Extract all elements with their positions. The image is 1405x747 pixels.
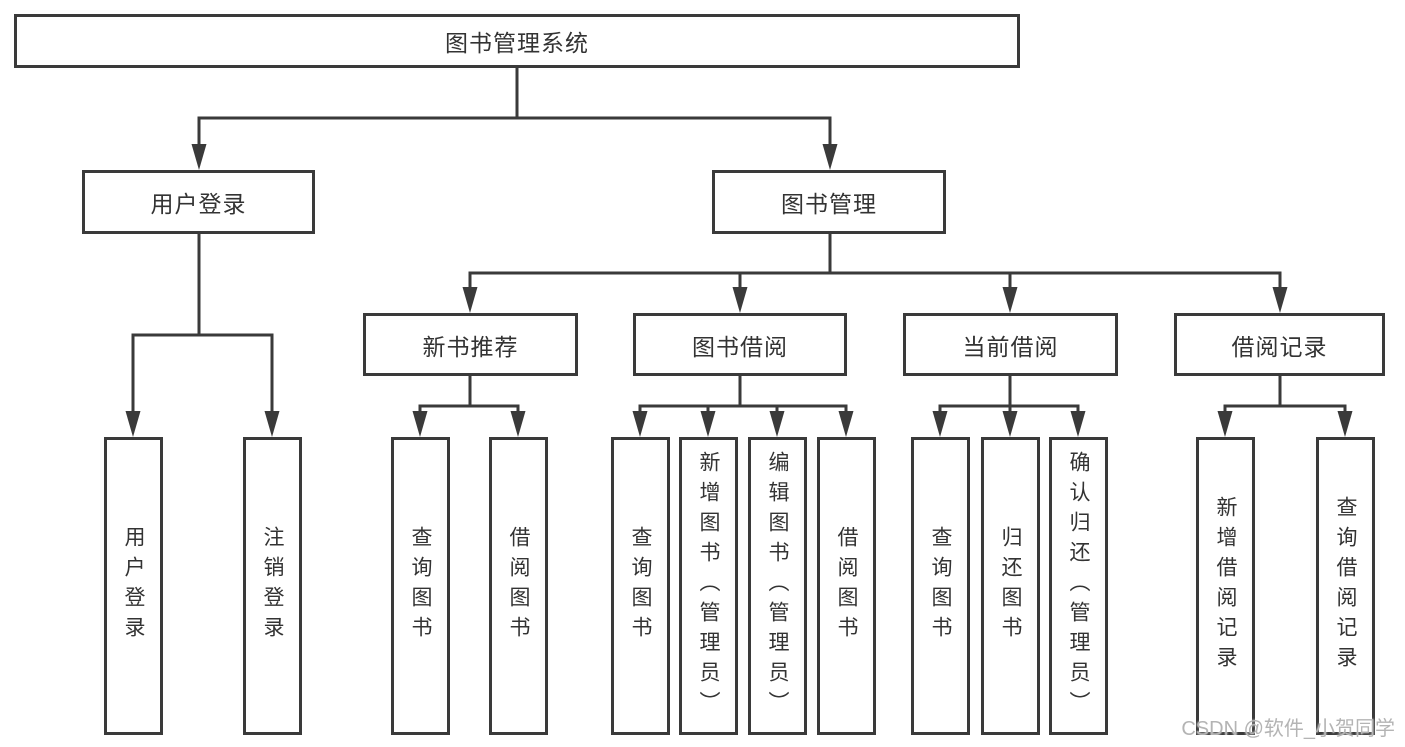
leaf-add-book-admin-label: 新增图书（管理员） (697, 451, 720, 721)
leaf-query-books-current: 查询图书 (911, 437, 970, 735)
leaf-query-books-recommend: 查询图书 (391, 437, 450, 735)
node-root-label: 图书管理系统 (445, 30, 589, 56)
leaf-borrow-books-label: 借阅图书 (835, 526, 858, 646)
leaf-add-book-admin: 新增图书（管理员） (679, 437, 738, 735)
connector-newbooks-to-leaves (412, 374, 526, 437)
leaf-query-books-current-label: 查询图书 (929, 526, 952, 646)
leaf-logout-label: 注销登录 (261, 526, 284, 646)
leaf-edit-book-admin-label: 编辑图书（管理员） (766, 451, 789, 721)
leaf-add-borrow-record: 新增借阅记录 (1196, 437, 1255, 735)
node-borrowing-records-label: 借阅记录 (1231, 333, 1328, 360)
connector-records-to-leaves (1217, 374, 1353, 437)
node-current-borrowing-label: 当前借阅 (962, 333, 1059, 360)
node-book-borrowing: 图书借阅 (633, 313, 847, 376)
connector-current-to-leaves (932, 374, 1086, 437)
leaf-query-borrow-record-label: 查询借阅记录 (1334, 496, 1357, 676)
node-book-management-label: 图书管理 (781, 191, 877, 217)
node-new-book-recommendation-label: 新书推荐 (422, 333, 519, 360)
leaf-confirm-return-admin-label: 确认归还（管理员） (1067, 451, 1090, 721)
connector-login-to-leaves (125, 232, 280, 437)
node-user-login: 用户登录 (82, 170, 315, 234)
node-user-login-label: 用户登录 (150, 191, 247, 217)
leaf-logout: 注销登录 (243, 437, 302, 735)
leaf-confirm-return-admin: 确认归还（管理员） (1049, 437, 1108, 735)
connector-borrow-to-leaves (632, 374, 854, 437)
leaf-query-borrow-record: 查询借阅记录 (1316, 437, 1375, 735)
leaf-return-books-label: 归还图书 (999, 526, 1022, 646)
leaf-borrow-books: 借阅图书 (817, 437, 876, 735)
connector-root-to-level2 (191, 66, 838, 170)
leaf-user-login-label: 用户登录 (122, 526, 145, 646)
connector-bookmgmt-to-level3 (462, 232, 1288, 313)
node-borrowing-records: 借阅记录 (1174, 313, 1385, 376)
leaf-edit-book-admin: 编辑图书（管理员） (748, 437, 807, 735)
leaf-borrow-books-recommend-label: 借阅图书 (507, 526, 530, 646)
node-book-management: 图书管理 (712, 170, 946, 234)
watermark: CSDN @软件_小贺同学 (1181, 718, 1395, 740)
node-book-borrowing-label: 图书借阅 (692, 333, 788, 360)
leaf-query-books-recommend-label: 查询图书 (409, 526, 432, 646)
leaf-add-borrow-record-label: 新增借阅记录 (1214, 496, 1237, 676)
node-new-book-recommendation: 新书推荐 (363, 313, 578, 376)
leaf-query-books-borrow: 查询图书 (611, 437, 670, 735)
leaf-return-books: 归还图书 (981, 437, 1040, 735)
node-root: 图书管理系统 (14, 14, 1020, 68)
leaf-user-login: 用户登录 (104, 437, 163, 735)
node-current-borrowing: 当前借阅 (903, 313, 1118, 376)
leaf-query-books-borrow-label: 查询图书 (629, 526, 652, 646)
leaf-borrow-books-recommend: 借阅图书 (489, 437, 548, 735)
